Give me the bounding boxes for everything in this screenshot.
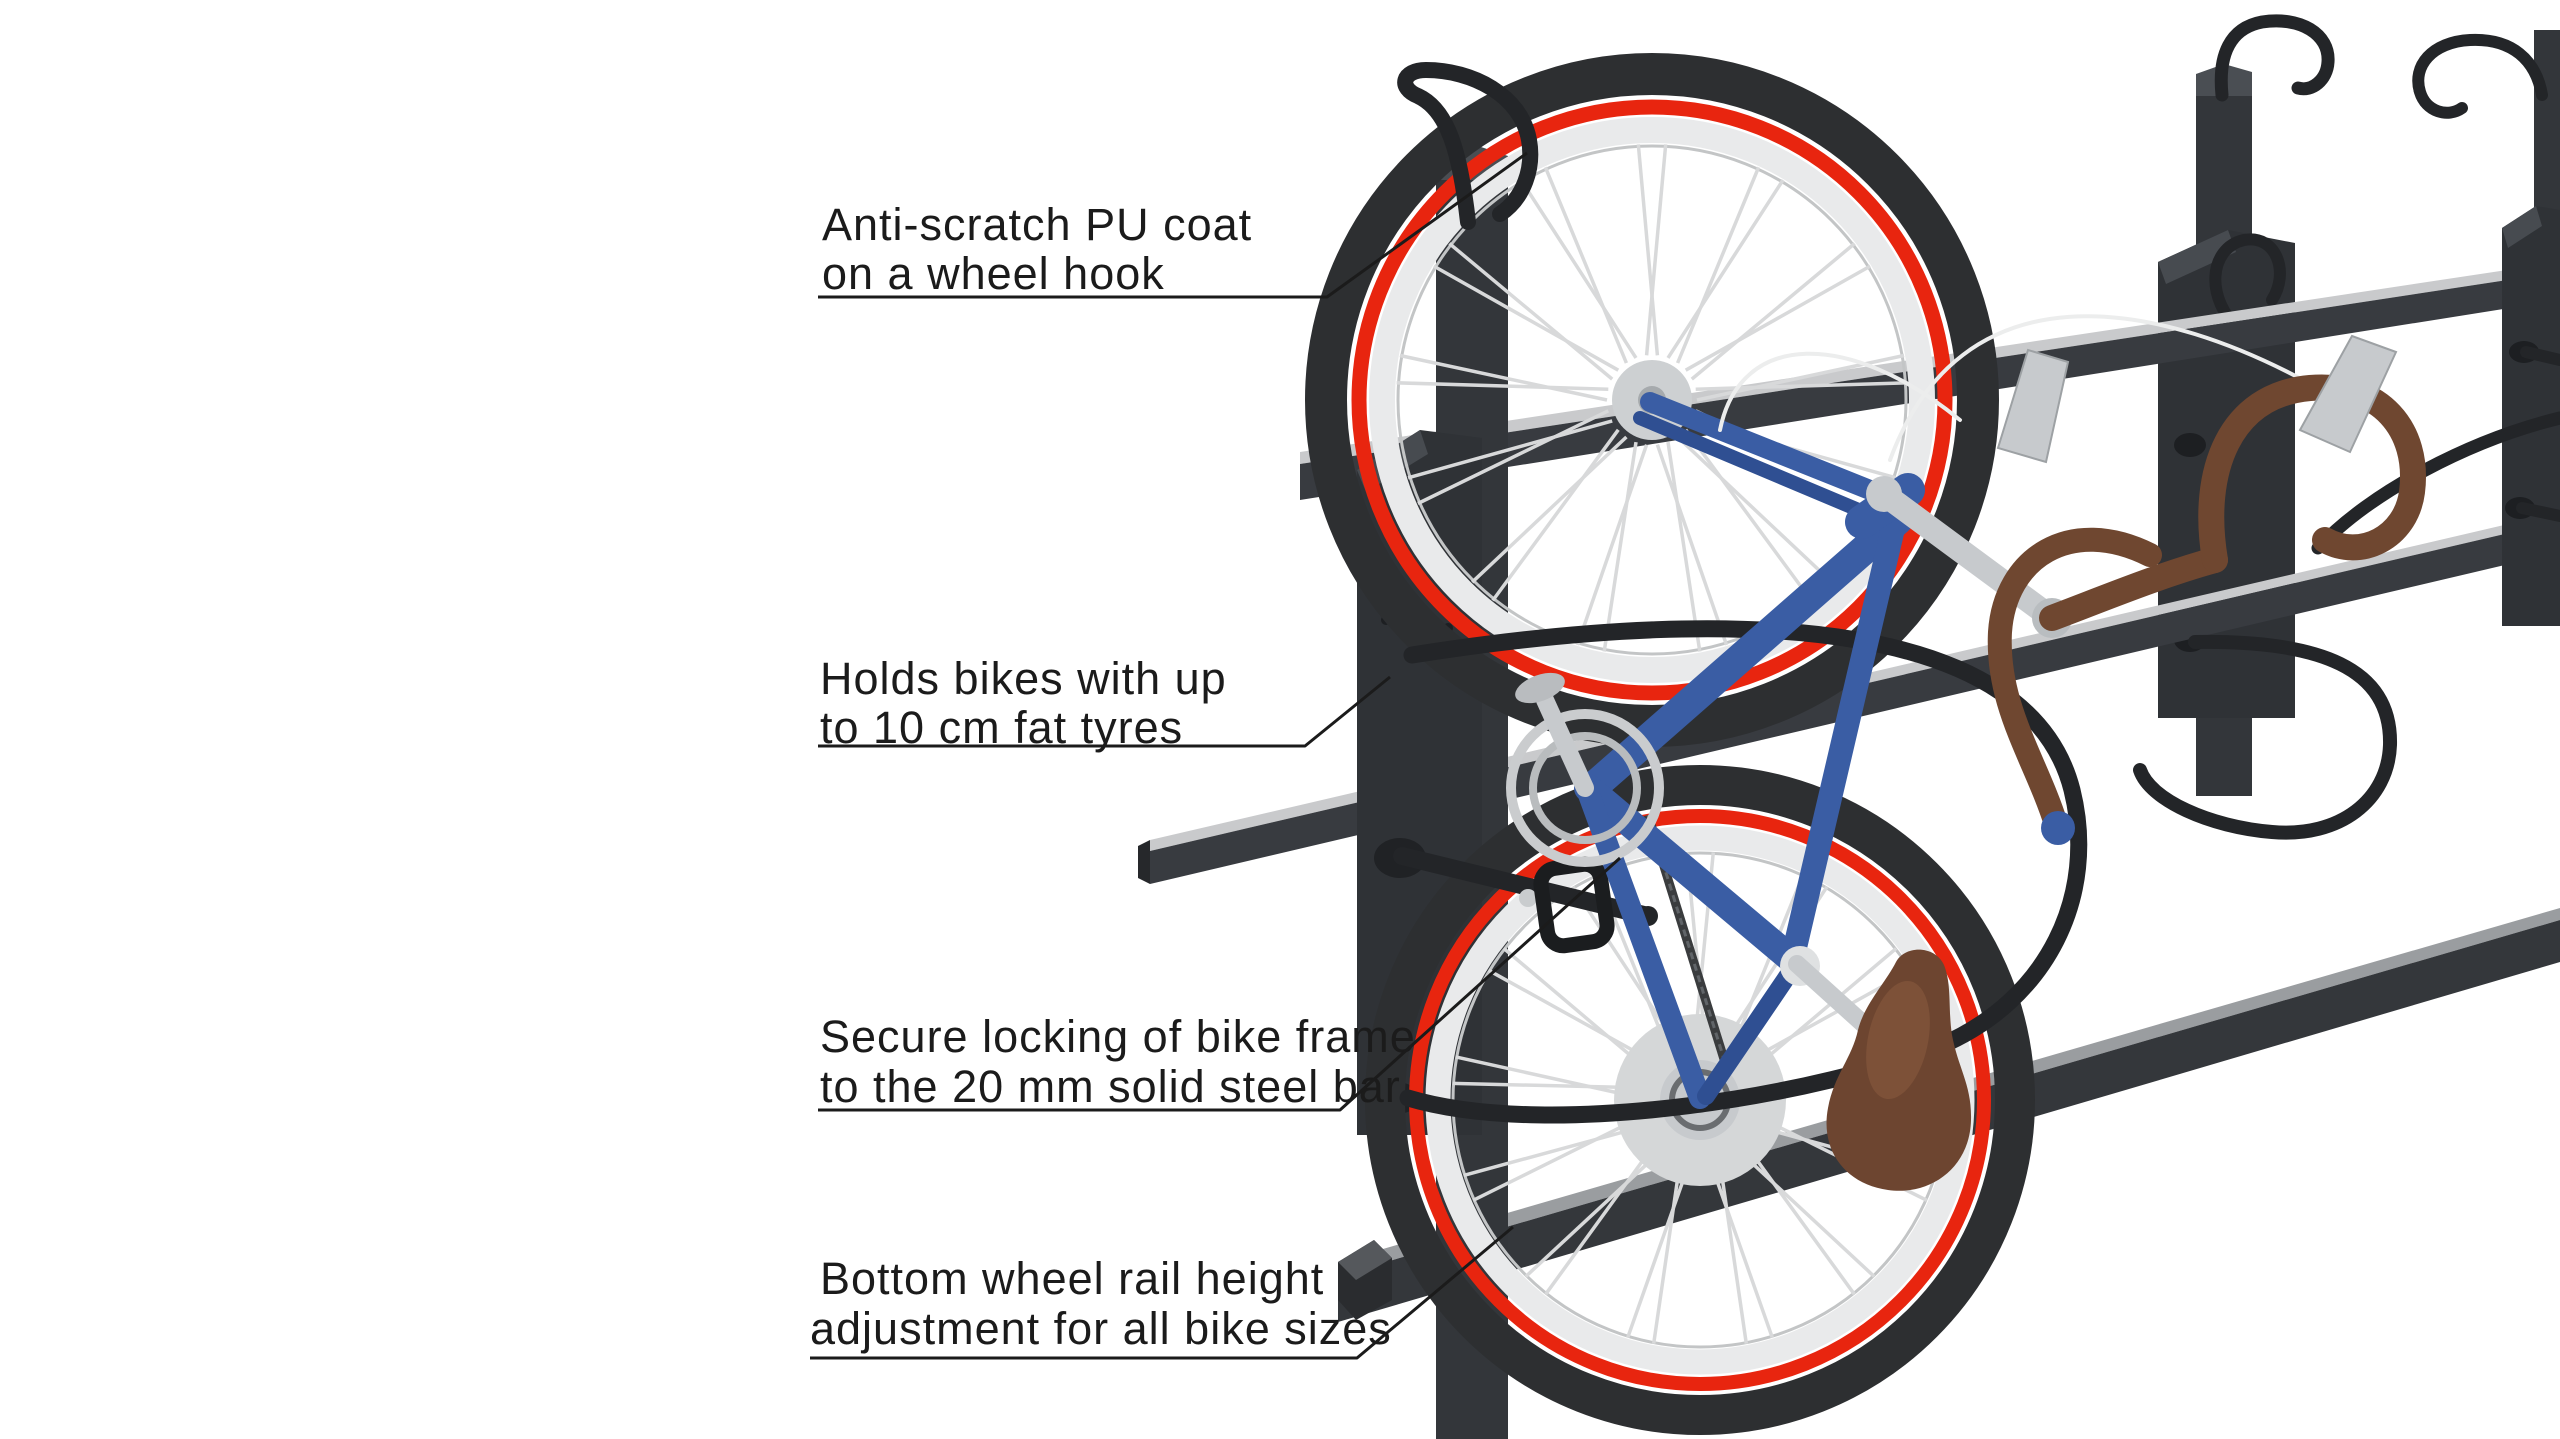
- wheel-hoop: [2133, 634, 2398, 840]
- hoop-arm: [2516, 502, 2560, 522]
- leader-line: [818, 675, 1391, 748]
- leader-line: [818, 856, 1622, 1112]
- fork-blade: [1640, 392, 1895, 506]
- small-hoop: [2209, 233, 2286, 336]
- bar-end-plug: [2041, 811, 2075, 845]
- rail-end-top: [1338, 1240, 1392, 1280]
- top-tube: [1781, 478, 1914, 968]
- hoop-arm: [2520, 346, 2560, 366]
- annotation-text-line1: Bottom wheel rail height: [820, 1253, 1324, 1304]
- lock-nut: [1519, 889, 1537, 907]
- plate-chamfer: [2158, 230, 2236, 284]
- chainring-small: [1529, 732, 1641, 844]
- handlebar-drop-near: [1987, 527, 2162, 836]
- chain-links: [1646, 814, 1730, 1073]
- annotation-pu-coat-hook: Anti-scratch PU coat on a wheel hook: [818, 151, 1528, 299]
- leader-line: [818, 151, 1528, 299]
- rim-edge: [1396, 144, 1908, 656]
- tire: [1365, 765, 2035, 1435]
- chainring-large: [1506, 709, 1664, 867]
- brake-cable: [1718, 351, 1962, 432]
- annotation-bottom-rail: Bottom wheel rail height adjustment for …: [810, 1225, 1514, 1360]
- saddle-highlight: [1866, 980, 1930, 1100]
- rail-end-cap: [1138, 840, 1150, 884]
- frame-lock-clamp: [1533, 856, 1615, 954]
- annotation-text-line1: Secure locking of bike frame: [820, 1011, 1416, 1062]
- annotation-text-line2: on a wheel hook: [822, 248, 1165, 299]
- fork-blade: [1633, 411, 1875, 521]
- annotation-text-line1: Holds bikes with up: [820, 653, 1227, 704]
- wheel-hook-icon: [2214, 14, 2335, 102]
- wheel-hook-icon: [2412, 33, 2548, 119]
- rack-post: [2534, 30, 2560, 210]
- post-plate: [2502, 206, 2560, 626]
- crank-arm: [1536, 691, 1594, 797]
- chain-stay: [1577, 781, 1711, 1109]
- rack-station-3: [2311, 30, 2560, 626]
- annotation-fat-tyres: Holds bikes with up to 10 cm fat tyres: [818, 653, 1391, 753]
- leader-line: [810, 1225, 1514, 1360]
- plate-chamfer: [2502, 206, 2542, 248]
- seat-tube: [1574, 774, 1809, 976]
- annotation-text-line2: to the 20 mm solid steel bar: [820, 1061, 1401, 1112]
- annotation-text-line1: Anti-scratch PU coat: [822, 199, 1252, 250]
- handlebar-top: [2039, 547, 2228, 631]
- bike: [1506, 314, 2426, 1191]
- hoop-pin: [2174, 433, 2206, 457]
- annotation-text-line2: adjustment for all bike sizes: [810, 1303, 1392, 1354]
- annotation-frame-lock: Secure locking of bike frame to the 20 m…: [818, 856, 1622, 1112]
- spokes: [1396, 144, 1908, 652]
- brake-lever: [2298, 334, 2398, 454]
- seat-stay: [1697, 959, 1802, 1105]
- front-wheel-hook-icon: [1397, 62, 1539, 230]
- brake-lever: [1996, 348, 2070, 464]
- steerer-stem: [1876, 485, 2064, 630]
- wheel-hoop: [1399, 620, 2088, 1124]
- brake-cable: [1888, 314, 2332, 462]
- pedal: [1515, 672, 1565, 704]
- tire-red-stripe: [1351, 99, 1953, 701]
